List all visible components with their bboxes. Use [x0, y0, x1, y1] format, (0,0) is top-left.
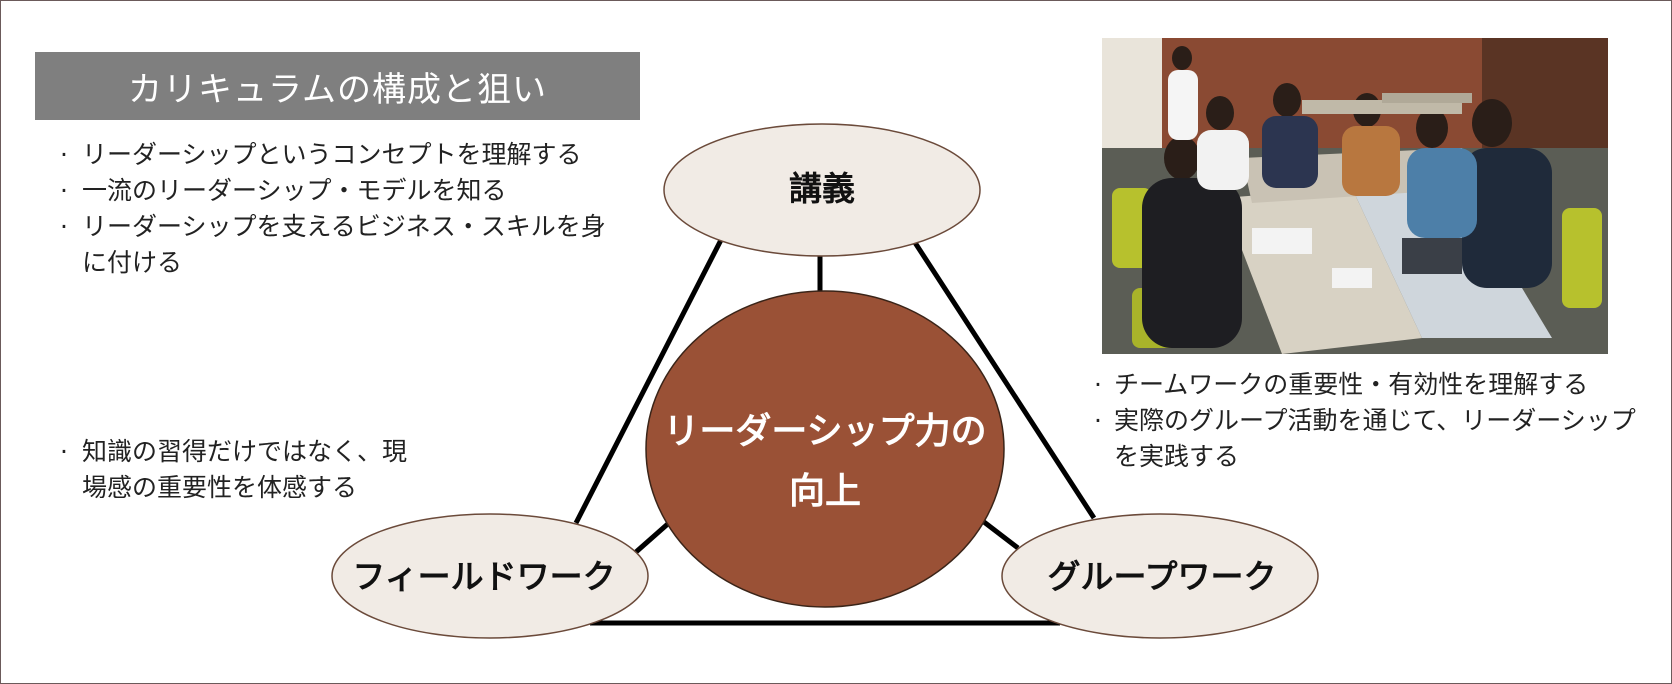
list-item-text: 一流のリーダーシップ・モデルを知る	[82, 176, 507, 205]
list-item-text: リーダーシップというコンセプトを理解する	[82, 140, 582, 169]
edge-lecture-groupwork	[909, 236, 1097, 520]
list-item: · 一流のリーダーシップ・モデルを知る	[60, 176, 507, 205]
node-fieldwork-label: フィールドワーク	[352, 557, 615, 596]
spoke-fieldwork	[634, 520, 672, 554]
center-circle	[645, 290, 1005, 608]
list-item: · 実際のグループ活動を通じて、リーダーシップを実践する	[1092, 403, 1672, 475]
node-fieldwork	[331, 513, 649, 639]
list-item-text: チームワークの重要性・有効性を理解する	[1114, 370, 1589, 399]
node-groupwork-label: グループワーク	[1047, 557, 1276, 596]
center-label-line1: リーダーシップ力の	[663, 411, 986, 452]
students-group-discussion-photo	[1102, 38, 1608, 354]
list-item: · 知識の習得だけではなく、現場感の重要性を体感する	[40, 434, 540, 506]
photo-illustration	[1102, 38, 1608, 354]
list-item: · リーダーシップを支えるビジネス・スキルを身に付ける	[40, 209, 662, 281]
list-item: · リーダーシップというコンセプトを理解する	[60, 140, 582, 169]
edge-lecture-fieldwork	[573, 236, 725, 525]
page-title: カリキュラムの構成と狙い	[35, 52, 640, 120]
center-label-line2: 向上	[789, 471, 861, 512]
list-item-text: 実際のグループ活動を通じて、リーダーシップを実践する	[1114, 406, 1636, 471]
spoke-groupwork	[982, 520, 1020, 550]
list-item-text: リーダーシップを支えるビジネス・スキルを身に付ける	[82, 212, 606, 277]
node-lecture	[663, 123, 981, 257]
node-groupwork	[1001, 513, 1319, 639]
groupwork-aims-list: · チームワークの重要性・有効性を理解する · 実際のグループ活動を通じて、リー…	[1092, 367, 1672, 475]
lecture-aims-list: · リーダーシップというコンセプトを理解する · 一流のリーダーシップ・モデルを…	[40, 137, 640, 281]
list-item-text: 知識の習得だけではなく、現場感の重要性を体感する	[82, 437, 408, 502]
node-lecture-label: 講義	[789, 169, 855, 208]
fieldwork-aims-list: · 知識の習得だけではなく、現場感の重要性を体感する	[40, 434, 540, 506]
list-item: · チームワークの重要性・有効性を理解する	[1094, 370, 1589, 399]
